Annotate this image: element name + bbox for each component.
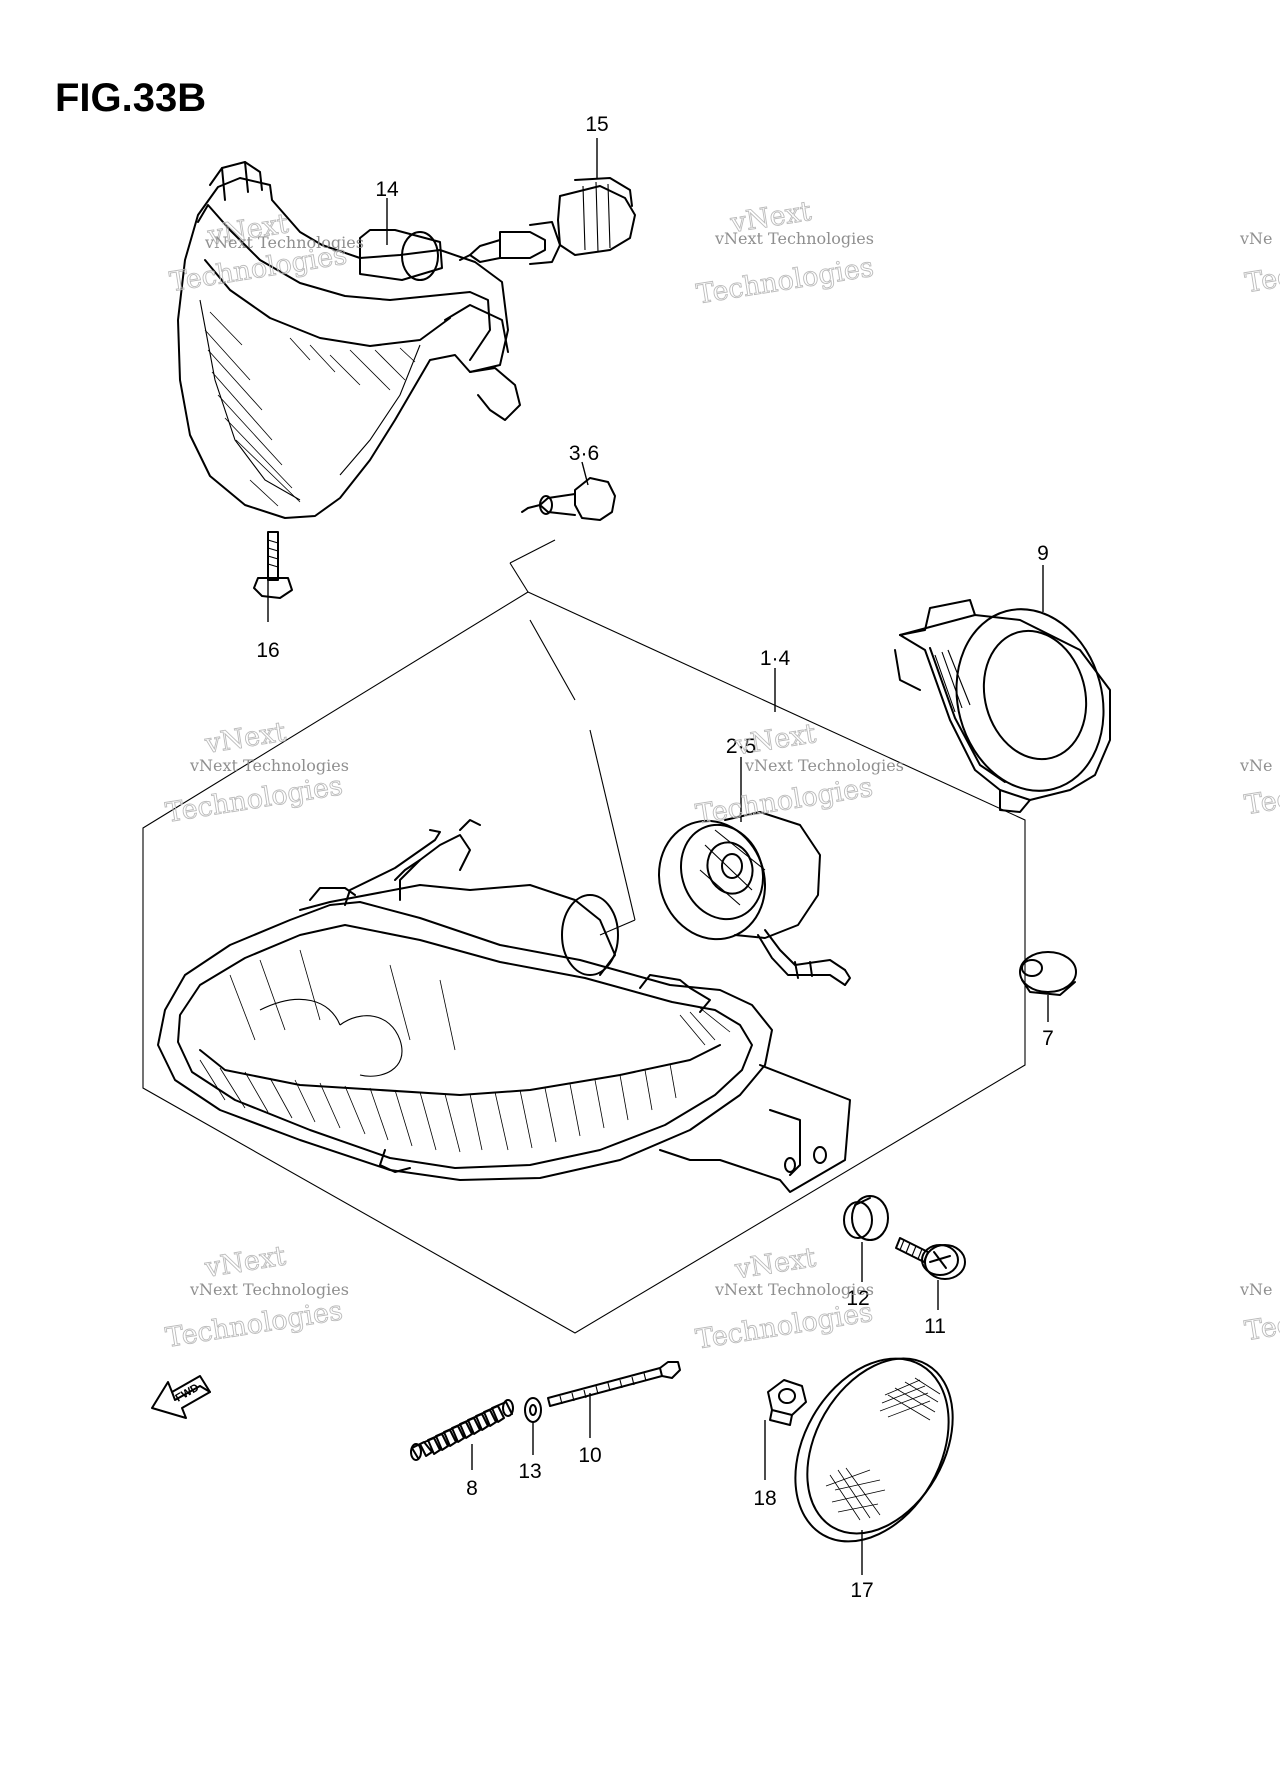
- part-labels: 14 15 3·6 16 9 1·4 2·5 7 12 11 8 13 10 1…: [256, 113, 1054, 1602]
- watermark-small: vNext Technologies: [744, 756, 904, 775]
- watermark-big: Technologies: [694, 772, 875, 831]
- screw-11: [895, 1237, 966, 1280]
- watermark-partial: Tec: [1243, 1309, 1280, 1347]
- bolt-16: [253, 531, 293, 599]
- label-14: 14: [375, 178, 399, 201]
- leader-lines: [267, 138, 1049, 1575]
- fwd-label: FWD: [174, 1382, 202, 1405]
- label-13: 13: [518, 1460, 541, 1483]
- spring-8: [410, 1399, 514, 1461]
- label-16: 16: [256, 639, 279, 662]
- watermark-partial: Tec: [1243, 783, 1280, 821]
- label-18: 18: [753, 1487, 776, 1510]
- watermark-big: Technologies: [694, 1297, 875, 1356]
- watermark-big: Technologies: [694, 252, 875, 311]
- bulb-socket: [658, 811, 851, 986]
- adjust-screw-10: [547, 1361, 681, 1407]
- label-9: 9: [1037, 542, 1049, 565]
- label-12: 12: [846, 1287, 869, 1310]
- watermark-small: vNext Technologies: [189, 1280, 349, 1299]
- headlight-bulb: [459, 177, 636, 265]
- label-7: 7: [1042, 1027, 1054, 1050]
- watermark-big: Technologies: [163, 770, 344, 829]
- watermark-partial: vNe: [1239, 1280, 1273, 1299]
- figure-title: FIG.33B: [55, 76, 206, 120]
- watermark-small: vNext Technologies: [714, 1280, 874, 1299]
- label-1-4: 1·4: [760, 647, 791, 670]
- watermark-small: vNext Technologies: [204, 233, 364, 252]
- headlight-cover: [894, 599, 1111, 813]
- watermark-small: vNext Technologies: [189, 756, 349, 775]
- position-bulb: [521, 477, 616, 521]
- watermark-partial: vNe: [1239, 229, 1273, 248]
- label-11: 11: [924, 1315, 946, 1338]
- watermark-small: vNext Technologies: [714, 229, 874, 248]
- label-8: 8: [466, 1477, 478, 1500]
- reflector-17: [794, 1357, 954, 1543]
- label-17: 17: [850, 1579, 873, 1602]
- watermark-partial: Tec: [1243, 261, 1280, 299]
- watermark-partial: vNe: [1239, 756, 1273, 775]
- watermark-overlay: vNext: [202, 1241, 288, 1284]
- grommet-7: [1019, 951, 1077, 996]
- headlight-lens: [157, 819, 851, 1193]
- assembly-outline: [142, 539, 1026, 1334]
- label-10: 10: [578, 1444, 601, 1467]
- washer-13: [524, 1397, 542, 1423]
- headlight-unit-upper: [177, 161, 521, 519]
- watermarks: Technologies vNext vNext Technologies Te…: [163, 195, 1280, 1356]
- label-15: 15: [585, 113, 608, 136]
- cushion-12: [843, 1195, 889, 1241]
- watermark-overlay: vNext: [202, 717, 288, 760]
- label-2-5: 2·5: [726, 735, 756, 758]
- nut-18: [767, 1379, 807, 1426]
- forward-arrow: FWD: [151, 1375, 211, 1419]
- label-3-6: 3·6: [569, 442, 599, 465]
- watermark-big: Technologies: [163, 1295, 344, 1354]
